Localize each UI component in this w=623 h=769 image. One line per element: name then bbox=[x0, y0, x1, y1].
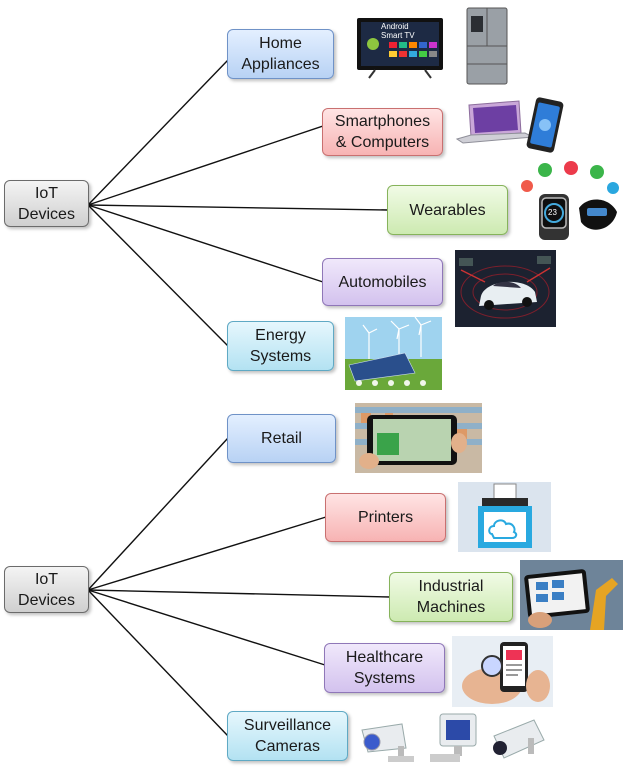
connector-surveillance bbox=[87, 589, 229, 737]
node-industrial-machines: Industrial Machines bbox=[389, 572, 513, 622]
connector-retail bbox=[87, 437, 229, 591]
node-smartphones-computers: Smartphones & Computers bbox=[322, 108, 443, 156]
cloud-printer-icon bbox=[458, 482, 551, 552]
connector-energy bbox=[87, 204, 229, 347]
health-app-phone-icon bbox=[452, 636, 553, 707]
security-cameras-icon bbox=[358, 710, 546, 766]
connector-printers bbox=[87, 516, 327, 591]
node-printers: Printers bbox=[325, 493, 446, 542]
tablet-robot-arm-icon bbox=[520, 560, 623, 630]
connector-wearables bbox=[87, 204, 389, 211]
node-automobiles: Automobiles bbox=[322, 258, 443, 306]
tablet-store-shelves-icon bbox=[355, 403, 482, 473]
tv-screen-text: Android Smart TV bbox=[381, 22, 415, 40]
node-energy-systems: Energy Systems bbox=[227, 321, 334, 371]
connector-industrial bbox=[87, 589, 391, 598]
node-retail: Retail bbox=[227, 414, 336, 463]
root-node-top: IoT Devices bbox=[4, 180, 89, 227]
watch-display-text: 23 bbox=[548, 208, 557, 217]
node-wearables: Wearables bbox=[387, 185, 508, 235]
root-node-bottom: IoT Devices bbox=[4, 566, 89, 613]
node-surveillance-cameras: Surveillance Cameras bbox=[227, 711, 348, 761]
node-home-appliances: Home Appliances bbox=[227, 29, 334, 79]
smartwatch-icon: 23 bbox=[517, 160, 623, 245]
connector-healthcare bbox=[87, 589, 326, 666]
connected-car-icon bbox=[455, 250, 556, 327]
connector-home-appliances bbox=[87, 59, 229, 206]
tv-and-refrigerator-icon: Android Smart TV bbox=[355, 6, 515, 86]
solar-panels-wind-turbines-icon bbox=[345, 317, 442, 390]
connector-smartphones bbox=[87, 125, 324, 206]
connector-automobiles bbox=[87, 204, 324, 283]
laptop-and-smartphone-icon bbox=[453, 95, 573, 155]
node-healthcare-systems: Healthcare Systems bbox=[324, 643, 445, 693]
